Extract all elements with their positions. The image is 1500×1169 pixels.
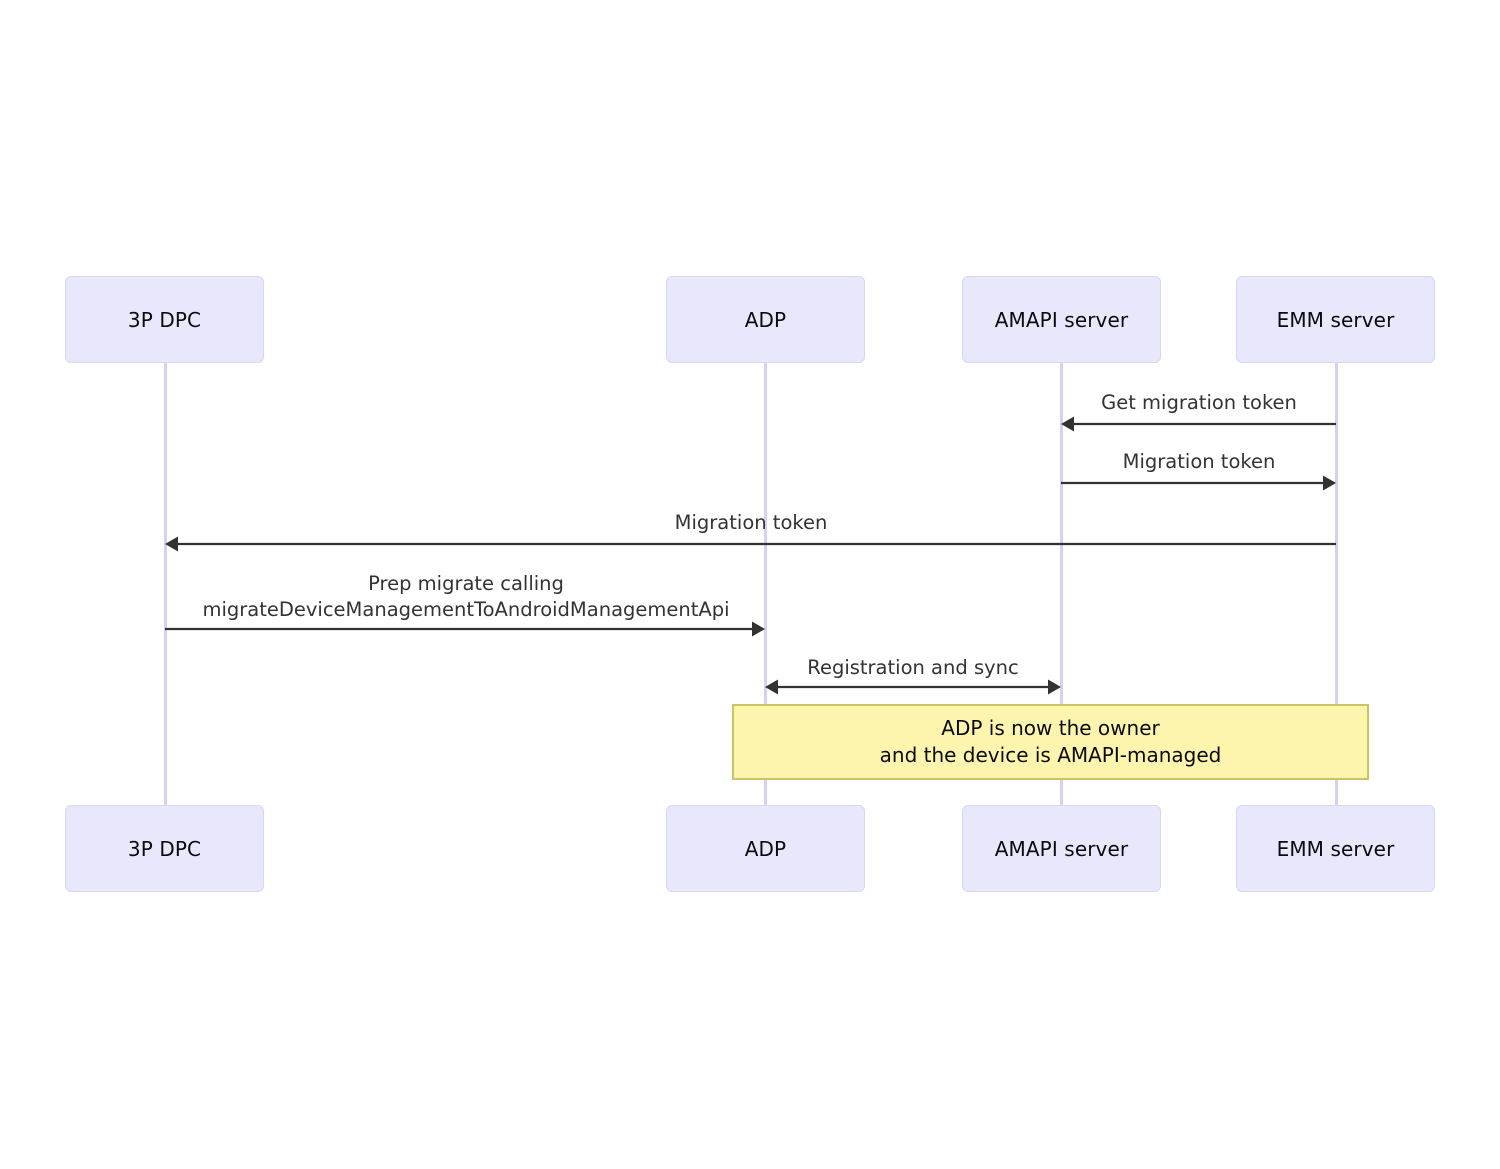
participant-box-bottom-emm[interactable]: EMM server [1236,805,1435,892]
note-text-line: ADP is now the owner [941,716,1160,741]
participant-label: ADP [744,307,787,332]
message-label-line: Migration token [1122,450,1276,473]
lifeline-dpc [164,363,167,805]
message-arrow-m5[interactable] [765,677,1061,697]
participant-label: 3P DPC [127,836,202,861]
message-label-line: Prep migrate calling [368,572,564,595]
message-arrow-m4[interactable] [165,619,765,639]
lifeline-adp [764,363,767,805]
participant-label: 3P DPC [127,307,202,332]
participant-label: AMAPI server [994,836,1129,861]
participant-box-top-amapi[interactable]: AMAPI server [962,276,1161,363]
message-label-line: Migration token [674,511,828,534]
participant-label: EMM server [1276,836,1395,861]
message-arrow-m1[interactable] [1061,414,1336,434]
lifeline-emm [1335,363,1338,805]
note-text-line: and the device is AMAPI-managed [879,743,1222,767]
lifeline-amapi [1060,363,1063,805]
participant-label: AMAPI server [994,307,1129,332]
message-label-line: Get migration token [1101,391,1297,414]
participant-box-top-emm[interactable]: EMM server [1236,276,1435,363]
participant-box-bottom-amapi[interactable]: AMAPI server [962,805,1161,892]
participant-label: EMM server [1276,307,1395,332]
message-arrow-m2[interactable] [1061,473,1336,493]
participant-label: ADP [744,836,787,861]
message-label-m2: Migration token [1123,449,1276,475]
participant-box-top-adp[interactable]: ADP [666,276,865,363]
participant-box-bottom-adp[interactable]: ADP [666,805,865,892]
message-arrow-m3[interactable] [165,534,1336,554]
message-label-m1: Get migration token [1101,390,1297,416]
message-label-m3: Migration token [675,510,828,536]
participant-box-bottom-dpc[interactable]: 3P DPC [65,805,264,892]
participant-box-top-dpc[interactable]: 3P DPC [65,276,264,363]
